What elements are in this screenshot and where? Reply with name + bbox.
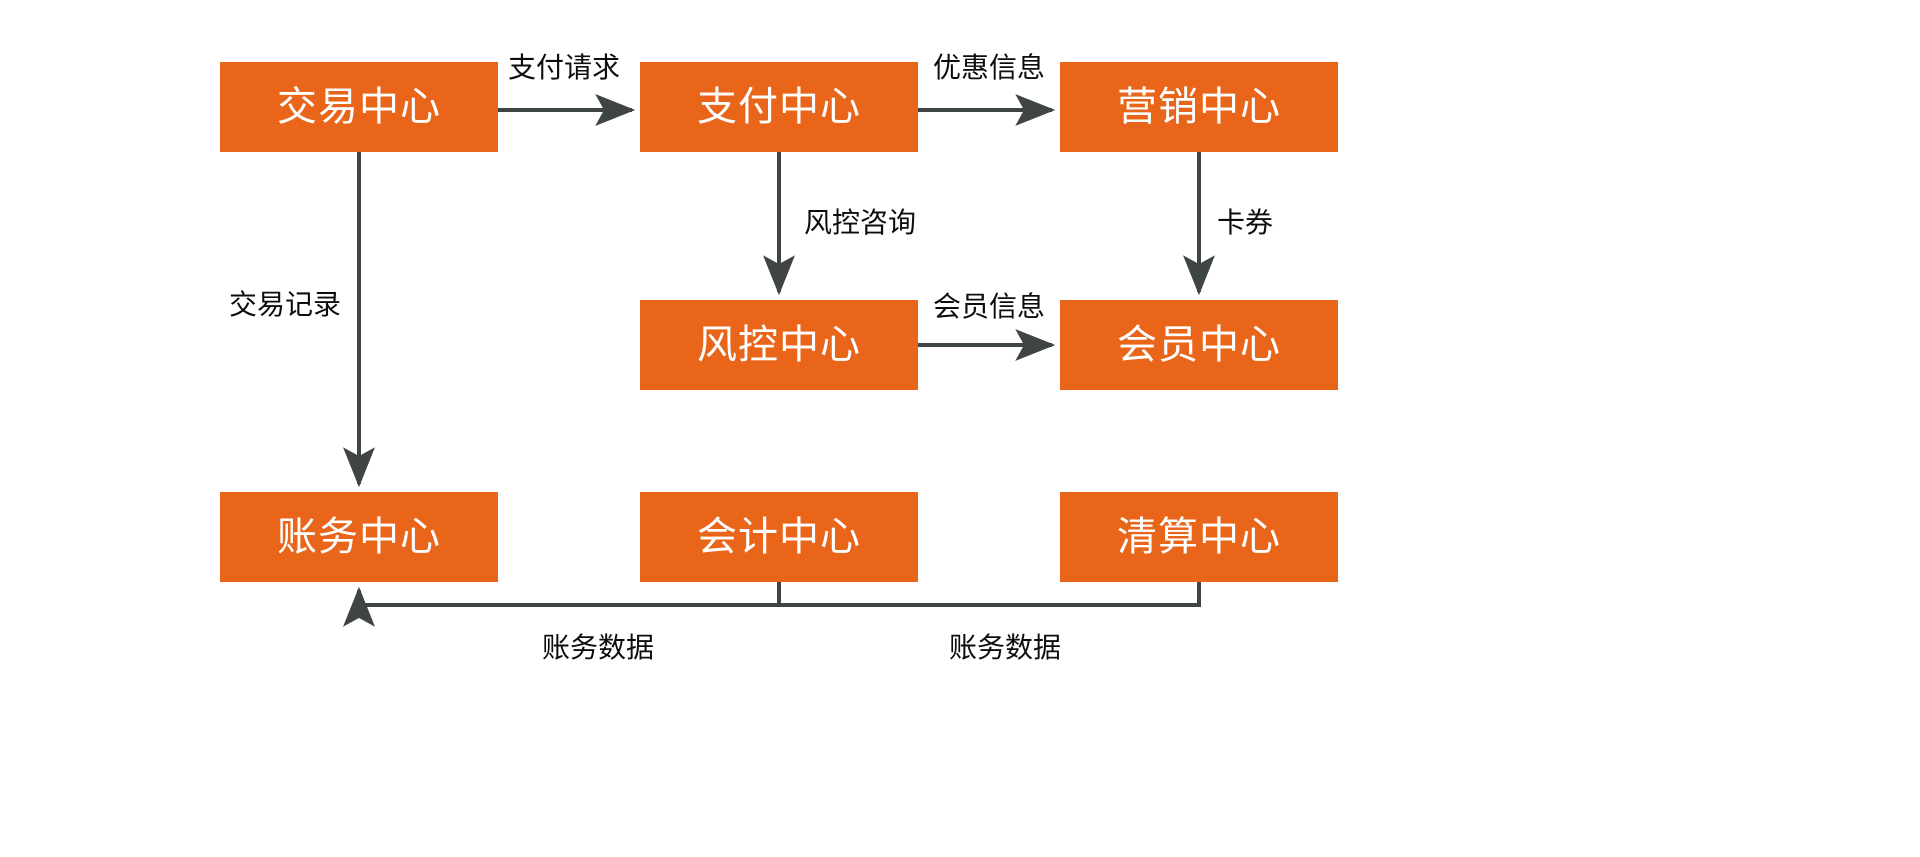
edge-settlement-to-account [779,582,1201,607]
node-marketing[interactable]: 营销中心 [1060,62,1338,152]
node-payment[interactable]: 支付中心 [640,62,918,152]
node-settlement-label: 清算中心 [1117,515,1281,559]
node-trade-label: 交易中心 [277,85,441,129]
node-account[interactable]: 账务中心 [220,492,498,582]
edge-label-trade-to-account: 交易记录 [228,289,342,320]
node-payment-label: 支付中心 [697,85,861,129]
edge-label-payment-to-marketing: 优惠信息 [932,52,1046,83]
node-accounting[interactable]: 会计中心 [640,492,918,582]
edge-label-payment-to-riskctrl: 风控咨询 [803,207,917,238]
edge-label-settlement-to-account: 账务数据 [948,632,1062,663]
node-member-label: 会员中心 [1117,323,1281,367]
edge-label-marketing-to-member: 卡券 [1216,207,1274,238]
node-riskctrl[interactable]: 风控中心 [640,300,918,390]
node-trade[interactable]: 交易中心 [220,62,498,152]
node-settlement[interactable]: 清算中心 [1060,492,1338,582]
edge-label-trade-to-payment: 支付请求 [507,52,621,83]
node-accounting-label: 会计中心 [697,515,861,559]
node-riskctrl-label: 风控中心 [697,323,861,367]
edge-accounting-to-account [343,582,781,627]
node-marketing-label: 营销中心 [1117,85,1281,129]
node-member[interactable]: 会员中心 [1060,300,1338,390]
node-account-label: 账务中心 [277,515,441,559]
edge-label-accounting-to-account: 账务数据 [541,632,655,663]
edge-label-riskctrl-to-member: 会员信息 [932,291,1046,322]
